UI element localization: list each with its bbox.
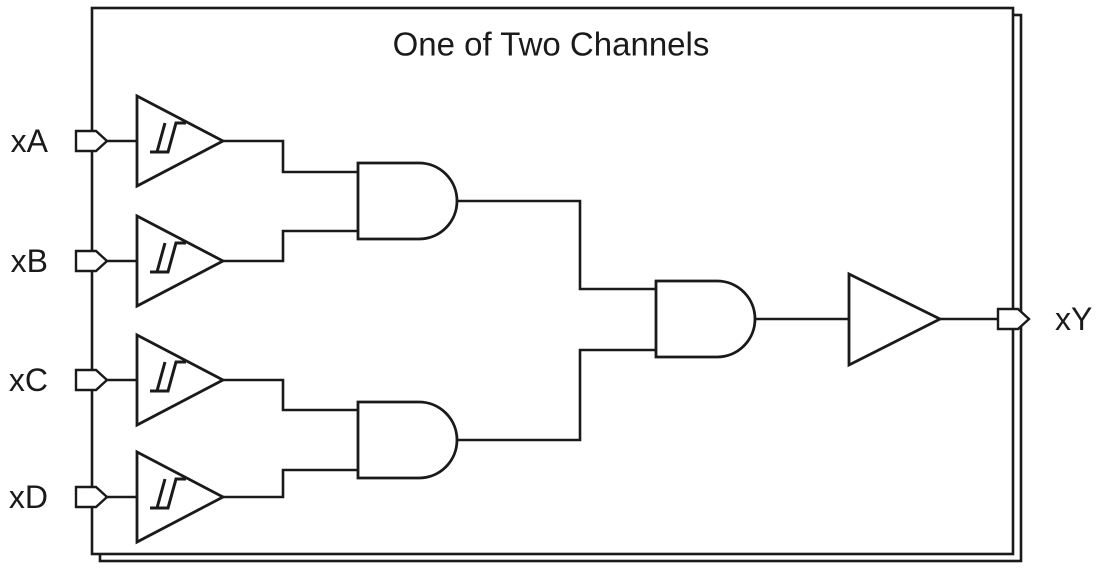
input-label-xc: xC — [9, 362, 48, 398]
wire-and-upper-to-and-final — [457, 199, 656, 291]
output-label-xy: xY — [1055, 301, 1092, 337]
channel-box-front — [90, 6, 1015, 556]
output-buffer — [847, 271, 944, 368]
and-gate-lower — [356, 400, 459, 480]
output-pin-xy — [996, 307, 1031, 331]
wires — [107, 139, 1002, 499]
input-label-xd: xD — [9, 479, 48, 515]
wire-buffer-b-to-and-upper — [223, 229, 358, 263]
and-gate-upper — [356, 161, 459, 241]
diagram-title: One of Two Channels — [393, 26, 710, 63]
wire-and-lower-to-and-final — [457, 348, 656, 442]
wire-buffer-d-to-and-lower — [223, 468, 358, 499]
wire-buffer-c-to-and-lower — [223, 378, 358, 412]
and-gate-final — [654, 279, 757, 359]
wire-buffer-a-to-and-upper — [223, 139, 358, 174]
input-label-xb: xB — [11, 243, 48, 279]
input-label-xa: xA — [11, 123, 49, 159]
